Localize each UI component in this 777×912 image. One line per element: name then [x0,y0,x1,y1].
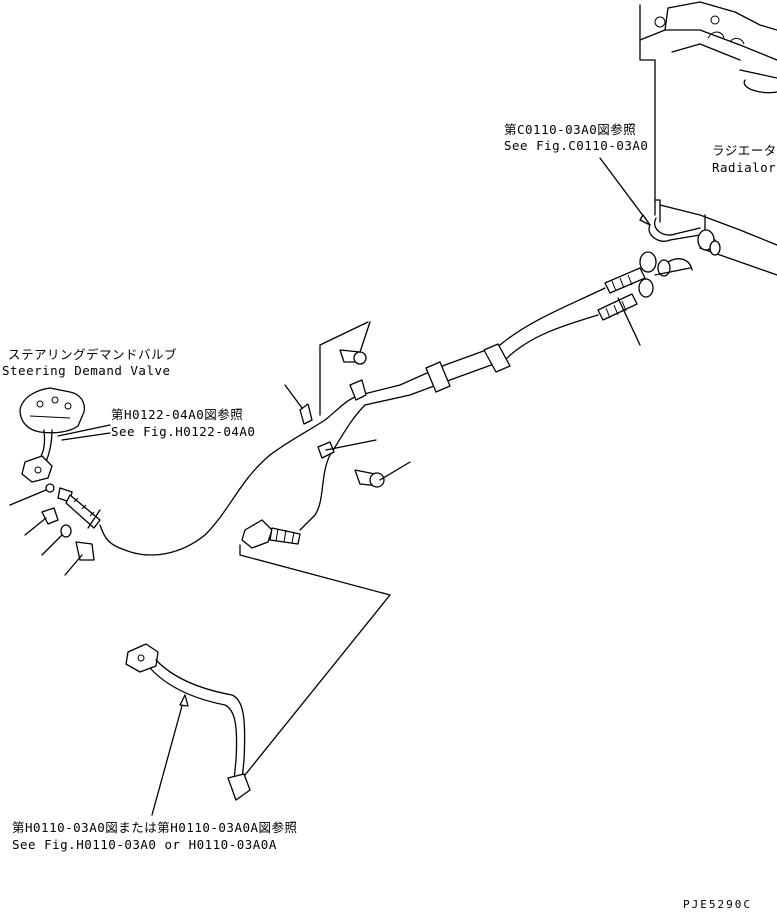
drawing-code: PJE5290C [683,898,752,911]
steering-demand-valve [9,387,111,576]
ref-c0110-jp: 第C0110-03A0図参照 [504,122,637,137]
ref-c0110-en: See Fig.C0110-03A0 [504,138,649,153]
radiator-fittings [597,217,721,321]
ref-h0122-jp: 第H0122-04A0図参照 [111,407,244,422]
ref-h0110-en: See Fig.H0110-03A0 or H0110-03A0A [12,837,277,852]
clamps-bolts [299,321,411,488]
valve-jp: ステアリングデマンドバルブ [8,347,178,362]
lower-tube [125,643,251,816]
radiator-jp: ラジエータ [712,143,777,158]
leader-lines [61,157,651,441]
main-hydraulic-line [99,287,606,556]
mid-connectors [239,519,391,776]
valve-en: Steering Demand Valve [2,363,171,378]
ref-h0122-en: See Fig.H0122-04A0 [111,424,256,439]
radiator-en: Radialor [712,160,777,175]
ref-h0110-jp: 第H0110-03A0図または第H0110-03A0A図参照 [12,820,298,835]
